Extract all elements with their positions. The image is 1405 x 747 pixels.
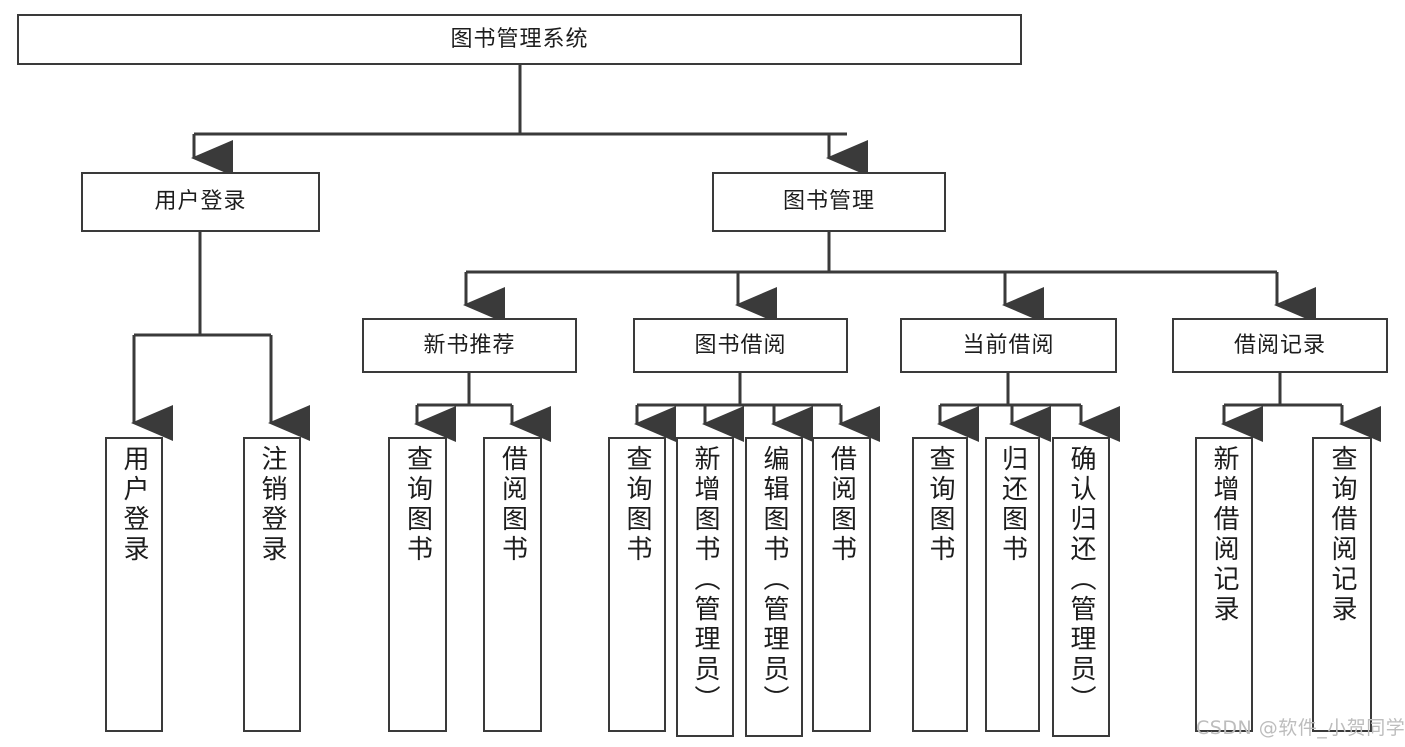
node-leaf-query-book-borrow[interactable]: 查询图书 xyxy=(608,437,666,732)
node-borrow-records[interactable]: 借阅记录 xyxy=(1172,318,1388,373)
node-leaf-add-borrow-record[interactable]: 新增借阅记录 xyxy=(1195,437,1253,732)
node-label: 借阅图书 xyxy=(497,445,528,565)
node-label: 查询图书 xyxy=(402,445,433,565)
node-leaf-borrow-book-recommend[interactable]: 借阅图书 xyxy=(483,437,542,732)
node-label: 新书推荐 xyxy=(423,332,516,358)
node-user-login[interactable]: 用户登录 xyxy=(81,172,320,232)
node-label: 新增图书（管理员） xyxy=(690,445,720,715)
node-book-management[interactable]: 图书管理 xyxy=(712,172,946,232)
node-leaf-query-book-recommend[interactable]: 查询图书 xyxy=(388,437,447,732)
node-leaf-query-borrow-record[interactable]: 查询借阅记录 xyxy=(1312,437,1372,732)
node-label: 借阅图书 xyxy=(826,445,857,565)
node-new-book-recommend[interactable]: 新书推荐 xyxy=(362,318,577,373)
node-label: 编辑图书（管理员） xyxy=(759,445,789,715)
node-label: 用户登录 xyxy=(119,445,149,565)
node-leaf-logout[interactable]: 注销登录 xyxy=(243,437,301,732)
node-label: 确认归还（管理员） xyxy=(1066,445,1096,715)
node-label: 图书管理 xyxy=(782,189,875,215)
node-leaf-confirm-return-admin[interactable]: 确认归还（管理员） xyxy=(1052,437,1110,737)
node-leaf-user-login[interactable]: 用户登录 xyxy=(105,437,163,732)
watermark-text: CSDN @软件_小贺同学 xyxy=(1196,717,1405,739)
node-label: 查询借阅记录 xyxy=(1327,445,1357,625)
node-root-system[interactable]: 图书管理系统 xyxy=(17,14,1022,65)
node-leaf-borrow-book[interactable]: 借阅图书 xyxy=(812,437,871,732)
node-leaf-add-book-admin[interactable]: 新增图书（管理员） xyxy=(676,437,734,737)
node-label: 归还图书 xyxy=(997,445,1028,565)
node-label: 当前借阅 xyxy=(962,332,1055,358)
node-label: 借阅记录 xyxy=(1233,332,1326,358)
node-label: 图书借阅 xyxy=(694,332,787,358)
node-book-borrow[interactable]: 图书借阅 xyxy=(633,318,848,373)
node-label: 查询图书 xyxy=(622,445,652,565)
node-label: 图书管理系统 xyxy=(450,26,589,52)
node-current-borrow[interactable]: 当前借阅 xyxy=(900,318,1117,373)
node-label: 注销登录 xyxy=(257,445,287,565)
node-label: 用户登录 xyxy=(154,189,247,215)
node-leaf-return-book[interactable]: 归还图书 xyxy=(985,437,1040,732)
node-label: 查询图书 xyxy=(925,445,955,565)
node-leaf-edit-book-admin[interactable]: 编辑图书（管理员） xyxy=(745,437,803,737)
node-leaf-query-book-current[interactable]: 查询图书 xyxy=(912,437,968,732)
node-label: 新增借阅记录 xyxy=(1209,445,1239,625)
